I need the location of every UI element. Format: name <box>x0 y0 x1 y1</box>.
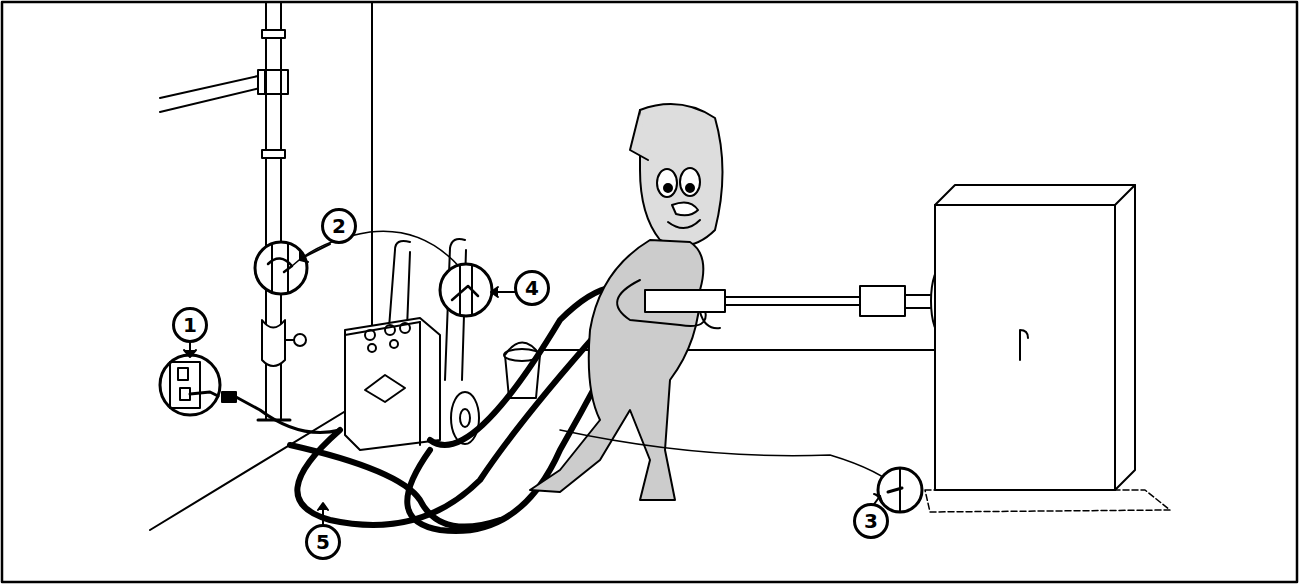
callout-number: 1 <box>172 307 208 343</box>
callout-number: 3 <box>853 503 889 539</box>
callout-number: 2 <box>321 208 357 244</box>
callout-number: 5 <box>305 524 341 560</box>
callout-number: 4 <box>514 270 550 306</box>
